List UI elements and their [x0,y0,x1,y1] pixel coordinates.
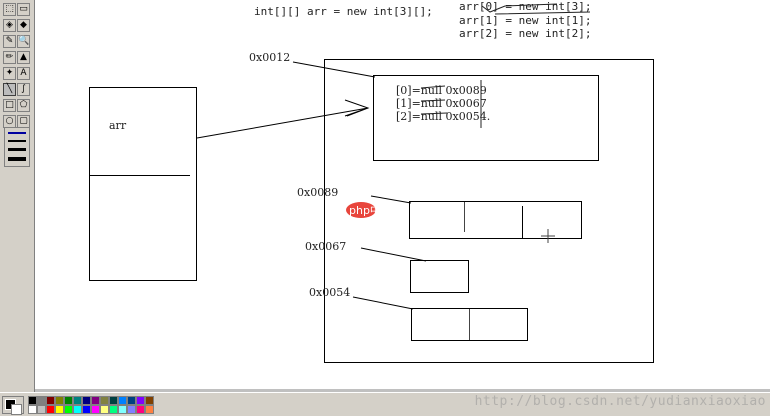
palette-swatch[interactable] [100,396,109,405]
addr-0067-label: 0x0067 [305,240,346,253]
drawing-svg: int[][] arr = new int[3][]; arr[0] = new… [89,0,654,363]
line-width-3[interactable] [8,148,26,151]
palette-swatch[interactable] [82,396,91,405]
palette-swatch[interactable] [64,405,73,414]
code-line-2: arr[2] = new int[2]; [459,27,591,40]
palette-swatch[interactable] [145,405,154,414]
palette-swatch[interactable] [118,405,127,414]
line-width-4[interactable] [8,157,26,161]
rounded-rect-tool[interactable]: ▢ [17,115,30,128]
addr-0089-label: 0x0089 [297,186,338,199]
curve-tool[interactable]: ∫ [17,83,30,96]
line-width-1[interactable] [8,132,26,134]
rectangle-tool[interactable]: □ [3,99,16,112]
brush-tool[interactable]: ▲ [17,51,30,64]
palette-swatch[interactable] [136,405,145,414]
line-tool[interactable]: ╲ [3,83,16,96]
background-color[interactable] [11,404,22,415]
array-slot-0: [0]=null 0x0089 [396,84,487,97]
current-colors[interactable] [2,396,24,415]
pick-color-tool[interactable]: ✎ [3,35,16,48]
array-slot-1: [1]=null 0x0067 [396,97,487,110]
eraser-tool[interactable]: ◈ [3,19,16,32]
palette-swatch[interactable] [28,405,37,414]
addr-0054-label: 0x0054 [309,286,350,299]
palette-swatch[interactable] [118,396,127,405]
array-slot-scribble [420,80,482,128]
polygon-tool[interactable]: ⬠ [17,99,30,112]
php-cn-logo: php中文网 [345,200,429,224]
text-tool[interactable]: A [17,67,30,80]
palette-swatch[interactable] [127,396,136,405]
palette-swatch[interactable] [91,396,100,405]
color-palette [0,392,770,416]
palette-swatch[interactable] [73,396,82,405]
arrow-head [344,99,370,117]
logo-ellipse [346,202,376,218]
code-line-1: arr[1] = new int[1]; [459,14,591,27]
subarray-0 [409,201,582,239]
subarray-2 [411,308,528,341]
toolbox: ⬚▭◈◆✎🔍✏▲✦A╲∫□⬠○▢ [0,0,35,392]
palette-swatch[interactable] [28,396,37,405]
palette-swatch[interactable] [91,405,100,414]
palette-swatch[interactable] [37,405,46,414]
palette-swatch[interactable] [64,396,73,405]
palette-swatch[interactable] [136,396,145,405]
array-slot-2: [2]=null 0x0054. [396,110,490,123]
palette-swatch[interactable] [82,405,91,414]
free-select-tool[interactable]: ⬚ [3,3,16,16]
stack-frame [89,87,197,281]
fill-tool[interactable]: ◆ [17,19,30,32]
logo-svg: php中文网 [346,202,403,218]
cursor-crosshair [541,229,555,243]
palette-swatch[interactable] [46,396,55,405]
palette-swatch[interactable] [46,405,55,414]
addr-0054-pointer [352,296,414,310]
palette-swatch[interactable] [100,405,109,414]
addr-0089-pointer [370,195,412,204]
watermark: http://blog.csdn.net/yudianxiaoxiao [474,394,766,409]
magnifier-tool[interactable]: 🔍 [17,35,30,48]
code-scribble [481,3,591,15]
palette-swatch[interactable] [145,396,154,405]
palette-swatch[interactable] [109,396,118,405]
ellipse-tool[interactable]: ○ [3,115,16,128]
code-line-0: arr[0] = new int[3]; [459,0,591,13]
palette-swatch[interactable] [127,405,136,414]
palette-swatch[interactable] [55,396,64,405]
airbrush-tool[interactable]: ✦ [3,67,16,80]
subarray-1 [410,260,469,293]
pencil-tool[interactable]: ✏ [3,51,16,64]
heap-frame [324,59,654,363]
heap-addr-main: 0x0012 [249,51,290,64]
palette-swatch[interactable] [37,396,46,405]
addr-0067-pointer [360,247,427,262]
array-object-box [373,75,599,161]
addr-main-pointer [292,61,376,78]
code-declaration: int[][] arr = new int[3][]; [254,5,433,18]
line-width-selector[interactable] [4,127,30,167]
stack-label-arr: arr [109,119,127,132]
drawing-canvas[interactable]: int[][] arr = new int[3][]; arr[0] = new… [35,0,770,389]
line-width-2[interactable] [8,140,26,142]
arr-reference-arrow [196,107,369,139]
rect-select-tool[interactable]: ▭ [17,3,30,16]
palette-swatch[interactable] [55,405,64,414]
palette-swatch[interactable] [73,405,82,414]
logo-text: php中文网 [349,203,403,217]
palette-swatch[interactable] [109,405,118,414]
